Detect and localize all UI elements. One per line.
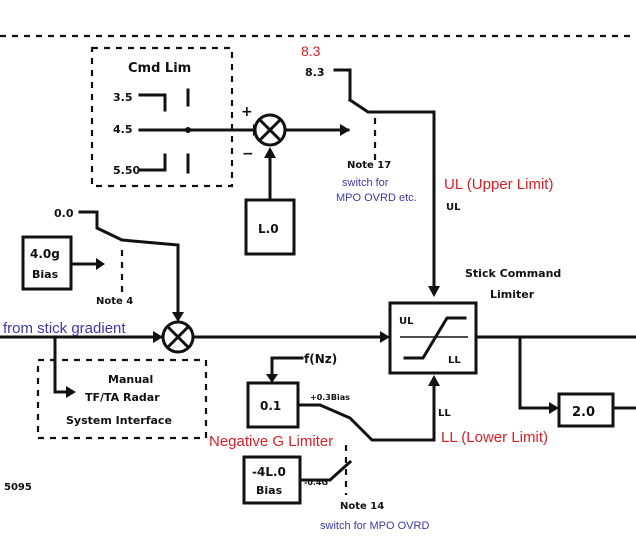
bias-to-sum-arrow xyxy=(172,312,184,322)
ul-small-label: UL xyxy=(446,202,461,213)
bias-40g-line1: 4.0g xyxy=(30,247,60,261)
neg-bias-small: -0.4G xyxy=(304,478,328,487)
cmd-lim-switch-bottom xyxy=(138,153,167,172)
switch-note17-line2: MPO OVRD etc. xyxy=(336,192,417,204)
stick-limiter-label-2: Limiter xyxy=(490,288,535,301)
note17-label: Note 17 xyxy=(347,160,391,171)
ul-label-red: UL (Upper Limit) xyxy=(444,176,553,193)
top-tap-label: 8.3 xyxy=(305,66,325,79)
main-in-arrow xyxy=(153,331,163,343)
minus-sign: − xyxy=(242,146,254,162)
figure-id: 5095 xyxy=(4,482,32,493)
top-tap-line xyxy=(333,68,352,102)
ll-label-red: LL (Lower Limit) xyxy=(441,429,548,446)
manual-tfta-dashed-box xyxy=(36,358,208,440)
to-out-gain xyxy=(518,335,554,410)
cmd-lim-v1: 3.5 xyxy=(113,91,133,104)
neg-bias-line xyxy=(298,459,353,482)
ngl-to-ll xyxy=(296,380,436,442)
out-gain-box xyxy=(557,392,615,428)
limiter-ll-label: LL xyxy=(448,355,461,366)
ll-arrow xyxy=(428,375,440,386)
ul-arrow xyxy=(428,286,440,297)
note14-label: Note 14 xyxy=(340,501,384,512)
limiter-ul-label: UL xyxy=(399,316,414,327)
manual-line3: System Interface xyxy=(66,414,172,427)
cmd-lim-switch-top xyxy=(138,93,167,112)
neg-g-limiter-value: 0.1 xyxy=(260,399,281,413)
cmd-lim-v3: 5.50 xyxy=(113,164,140,177)
limiter-curve xyxy=(403,316,467,360)
neg-bias-line2: Bias xyxy=(256,484,283,497)
plus-sign: + xyxy=(241,104,253,120)
f-nz-label: f(Nz) xyxy=(304,352,337,366)
sum-to-switch-arrow xyxy=(340,124,350,136)
main-to-manual xyxy=(53,335,70,394)
from-stick-gradient-label: from stick gradient xyxy=(3,320,126,337)
gain-box-lo-label: L.0 xyxy=(258,222,279,236)
top-value-red: 8.3 xyxy=(301,43,321,59)
neg-g-limiter-label: Negative G Limiter xyxy=(209,433,333,450)
f-nz-arrow xyxy=(266,374,278,383)
neg-bias-line1: -4L.0 xyxy=(252,465,286,479)
manual-line1: Manual xyxy=(108,373,153,386)
out-gain-label: 2.0 xyxy=(572,405,595,420)
lo-to-sum-arrow xyxy=(264,147,276,158)
bias-00-line xyxy=(78,210,180,317)
cmd-lim-title: Cmd Lim xyxy=(128,61,191,76)
bias-40g-line2: Bias xyxy=(32,268,59,281)
bias-40g-box xyxy=(21,235,73,291)
cmd-lim-dot xyxy=(185,127,191,133)
lower-sum-x2 xyxy=(166,325,190,349)
top-sum-x2 xyxy=(258,118,282,142)
ll-small-label: LL xyxy=(438,408,451,419)
gain-box-lo xyxy=(244,198,296,256)
manual-arrow xyxy=(66,386,76,398)
switch-to-ul xyxy=(347,97,436,292)
bias-00-label: 0.0 xyxy=(54,207,74,220)
bias-40g-arrow xyxy=(96,258,105,270)
cmd-lim-v2: 4.5 xyxy=(113,123,133,136)
stick-command-limiter-box xyxy=(388,301,478,375)
f-nz-line xyxy=(270,356,304,380)
note4-label: Note 4 xyxy=(96,296,133,307)
out-gain-arrow xyxy=(549,402,559,414)
cmd-lim-dashed-box xyxy=(90,46,234,188)
bias-small-label: +0.3Bias xyxy=(310,393,350,402)
manual-line2: TF/TA Radar xyxy=(85,391,160,404)
switch-note14: switch for MPO OVRD xyxy=(320,520,429,532)
stick-limiter-label-1: Stick Command xyxy=(465,267,561,280)
switch-note17-line1: switch for xyxy=(342,177,389,189)
sum-to-limiter-arrow xyxy=(380,331,390,343)
